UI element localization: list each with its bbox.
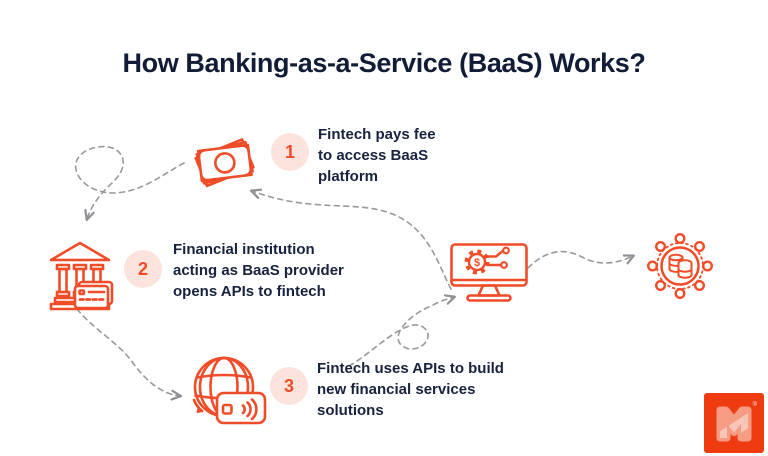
step-number-badge: 1 (271, 133, 309, 171)
logo-m-icon (716, 406, 752, 442)
monitor-gear-api-icon: $ (450, 243, 528, 302)
step-text-line: new financial services (317, 381, 476, 398)
step-number-badge: 3 (270, 367, 308, 405)
globe-contactless-card-icon (192, 356, 267, 425)
step-text-line: Fintech pays fee (318, 126, 436, 143)
page-title: How Banking-as-a-Service (BaaS) Works? (122, 48, 646, 78)
step-number-badge: 2 (124, 250, 162, 288)
step-number: 2 (137, 258, 148, 279)
dollar-sign-glyph: $ (474, 257, 480, 269)
step-text-line: Fintech uses APIs to build (317, 360, 504, 377)
connector-monitor-to-network (527, 250, 635, 269)
connector-bank-to-globe (76, 308, 183, 401)
step-text: Fintech pays fee to access BaaS platform (318, 124, 436, 187)
step-text-line: Financial institution (173, 241, 315, 258)
connector-globe-to-monitor (348, 294, 457, 367)
step-text-line: platform (318, 168, 378, 185)
step-text: Financial institution acting as BaaS pro… (173, 239, 344, 302)
connector-money-to-bank (75, 145, 185, 222)
coins-data-network-icon (646, 232, 714, 300)
brand-logo: ® (704, 393, 764, 453)
step-text-line: solutions (317, 402, 384, 419)
step-text-line: to access BaaS (318, 147, 429, 164)
step-number: 1 (284, 141, 295, 162)
step-text-line: acting as BaaS provider (173, 262, 344, 279)
step-number: 3 (283, 375, 294, 396)
registered-trademark: ® (752, 402, 757, 408)
bank-building-card-icon (49, 241, 114, 311)
banknotes-icon (194, 138, 255, 188)
step-text-line: opens APIs to fintech (173, 283, 326, 300)
step-text: Fintech uses APIs to build new financial… (317, 358, 504, 421)
